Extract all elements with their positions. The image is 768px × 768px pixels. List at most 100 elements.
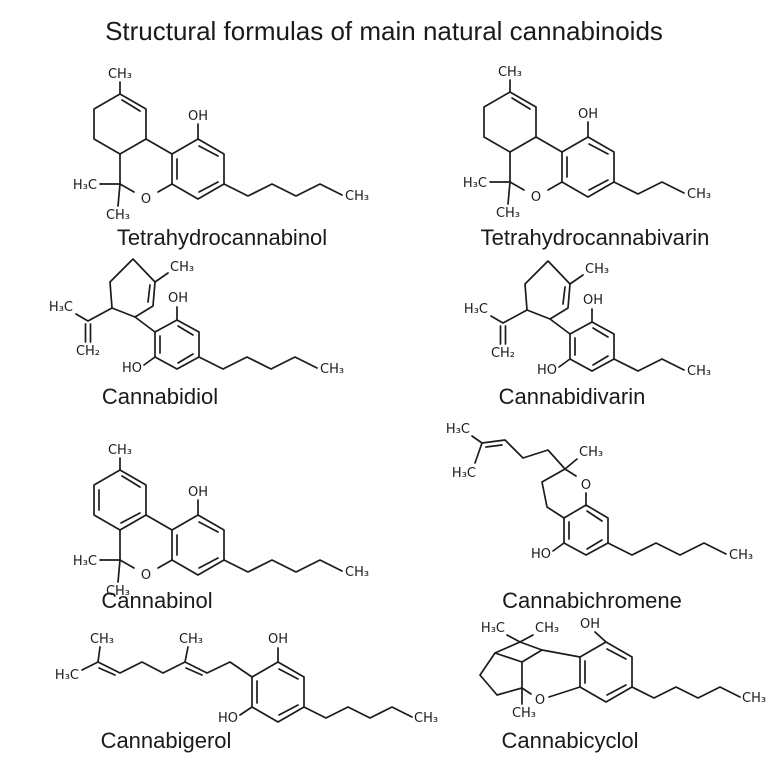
double-bond-inner xyxy=(562,286,566,305)
bond xyxy=(561,136,615,198)
bond xyxy=(239,647,279,716)
bond xyxy=(489,79,589,205)
atom-label-ch3: CH₃ xyxy=(535,621,559,636)
caption-cannabigerol: Cannabigerol xyxy=(100,728,232,753)
atom-label-ch3: CH₃ xyxy=(179,632,203,647)
atom-label-h3c: H₃C xyxy=(49,300,73,315)
bond xyxy=(494,641,543,663)
double-bond-inner xyxy=(98,667,203,676)
caption-tetrahydrocannabivarin: Tetrahydrocannabivarin xyxy=(480,225,710,250)
double-bond-inner xyxy=(499,325,507,345)
atom-label-ch3: CH₃ xyxy=(687,187,711,202)
atom-label-ho: HO xyxy=(537,363,557,378)
page-title: Structural formulas of main natural cann… xyxy=(105,16,663,46)
double-bond-inner xyxy=(176,145,219,193)
bond xyxy=(119,138,173,193)
atom-label-h3c: H₃C xyxy=(464,302,488,317)
atom-label-h3c: H₃C xyxy=(481,621,505,636)
atom-label-ch3: CH₃ xyxy=(585,262,609,277)
caption-cannabidiol: Cannabidiol xyxy=(101,384,219,409)
atom-label-h3c: H₃C xyxy=(446,422,470,437)
bond xyxy=(75,272,169,333)
atom-label-ho: HO xyxy=(218,711,238,726)
double-bond-inner xyxy=(84,323,92,343)
caption-cannabicyclol: Cannabicyclol xyxy=(501,728,639,753)
structure-cannabidiol: CH₃ H₃C CH₂ OH HO CH₃ xyxy=(49,258,344,377)
double-bond-inner xyxy=(256,668,299,716)
atom-label-ho: HO xyxy=(531,547,551,562)
atom-label-o: O xyxy=(581,478,591,493)
atom-label-h3c: H₃C xyxy=(73,554,97,569)
atom-label-ch3: CH₃ xyxy=(106,584,130,599)
double-bond-inner xyxy=(566,143,609,191)
atom-label-o: O xyxy=(531,190,541,205)
bond xyxy=(594,631,607,643)
bond xyxy=(119,514,173,569)
atom-label-ho: HO xyxy=(122,361,142,376)
bond xyxy=(171,138,225,200)
bond xyxy=(607,542,727,556)
structure-tetrahydrocannabivarin: CH₃ OH H₃C CH₃ O CH₃ xyxy=(463,65,711,221)
bond xyxy=(569,321,615,372)
double-bond-inner xyxy=(584,648,627,696)
caption-tetrahydrocannabinol: Tetrahydrocannabinol xyxy=(116,225,328,250)
bond xyxy=(563,504,609,556)
atom-label-ch3: CH₃ xyxy=(345,189,369,204)
atom-label-ch3: CH₃ xyxy=(498,65,522,80)
bond xyxy=(99,81,199,207)
atom-label-ch3: CH₃ xyxy=(345,565,369,580)
atom-label-ch3: CH₃ xyxy=(687,364,711,379)
double-bond-inner xyxy=(159,325,194,364)
bond xyxy=(613,358,685,372)
bond xyxy=(154,319,200,370)
atom-label-oh: OH xyxy=(583,293,603,308)
caption-cannabichromene: Cannabichromene xyxy=(502,588,682,613)
atom-label-oh: OH xyxy=(268,632,288,647)
bond xyxy=(93,93,147,155)
bond xyxy=(198,356,318,370)
atom-label-oh: OH xyxy=(168,291,188,306)
atom-label-oh: OH xyxy=(578,107,598,122)
atom-label-ch2: CH₂ xyxy=(491,346,515,361)
double-bond-inner xyxy=(121,99,141,112)
double-bond-inner xyxy=(485,444,503,448)
double-bond-inner xyxy=(511,97,531,110)
atom-label-ch3: CH₃ xyxy=(170,260,194,275)
bond xyxy=(93,469,147,531)
bond xyxy=(509,136,563,191)
bond xyxy=(81,646,189,671)
atom-label-ch3: CH₃ xyxy=(108,67,132,82)
bond xyxy=(506,634,534,643)
bond xyxy=(541,649,581,658)
bond xyxy=(223,559,343,573)
bond xyxy=(564,458,578,470)
atom-label-o: O xyxy=(535,693,545,708)
bond xyxy=(481,439,566,470)
double-bond-inner xyxy=(568,510,603,550)
bond xyxy=(471,435,483,464)
bond xyxy=(541,468,566,519)
bond xyxy=(99,457,199,583)
atom-label-ch3: CH₃ xyxy=(496,206,520,221)
atom-label-ch3: CH₃ xyxy=(320,362,344,377)
bond xyxy=(490,274,584,335)
bond xyxy=(552,542,565,552)
atom-label-oh: OH xyxy=(188,485,208,500)
bond xyxy=(579,641,633,703)
structure-cannabigerol: CH₃ H₃C CH₃ OH HO CH₃ xyxy=(55,632,438,726)
bond xyxy=(613,181,685,195)
bond xyxy=(524,260,571,320)
atom-label-oh: OH xyxy=(188,109,208,124)
bond xyxy=(143,306,178,366)
atom-label-oh: OH xyxy=(580,617,600,632)
bond xyxy=(223,183,343,197)
atom-label-ch3: CH₃ xyxy=(512,706,536,721)
structure-tetrahydrocannabinol: CH₃ OH H₃C CH₃ O CH₃ xyxy=(73,67,369,223)
bond xyxy=(479,652,523,696)
caption-cannabinol: Cannabinol xyxy=(101,588,213,613)
atom-label-ch3: CH₃ xyxy=(579,445,603,460)
structure-cannabicyclol: H₃C CH₃ CH₃ O OH CH₃ xyxy=(479,617,766,721)
atom-label-ch3: CH₃ xyxy=(106,208,130,223)
bond xyxy=(171,514,225,576)
